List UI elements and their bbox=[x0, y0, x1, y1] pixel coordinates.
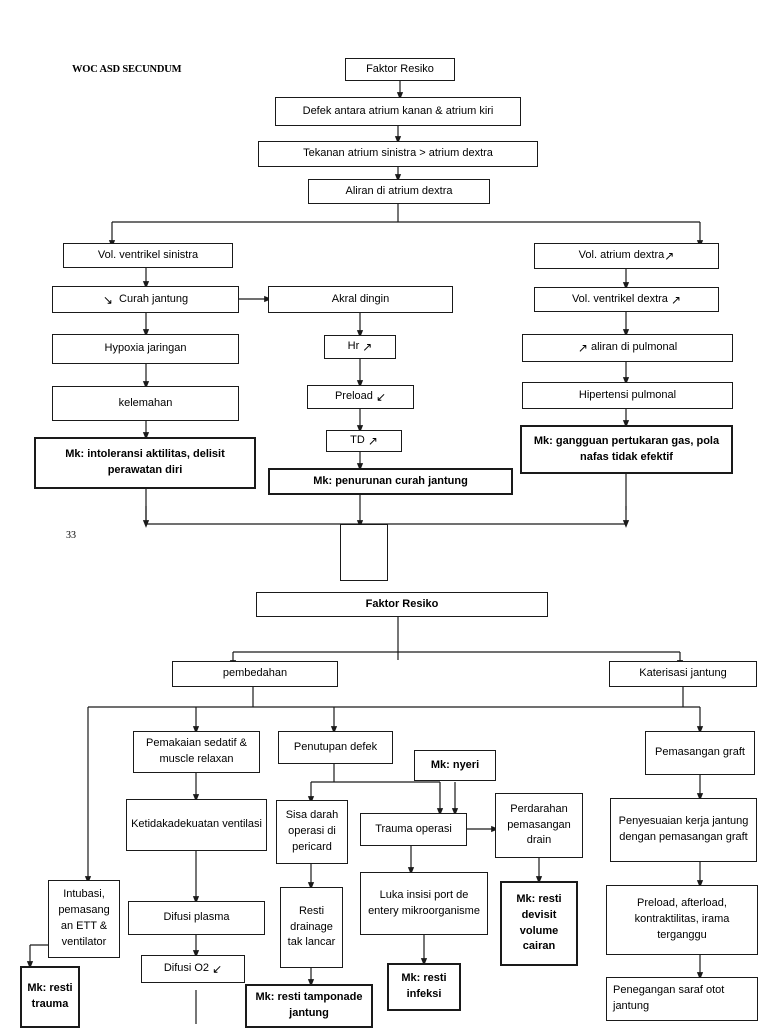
node-faktor-resiko-top[interactable]: Faktor Resiko bbox=[345, 58, 455, 81]
node-tekanan-atrium[interactable]: Tekanan atrium sinistra > atrium dextra bbox=[258, 141, 538, 167]
node-mk-resti-devisit-volume-cairan[interactable]: Mk: resti devisit volume cairan bbox=[500, 881, 578, 966]
node-intubasi-pemasangan-ett[interactable]: Intubasi, pemasang an ETT & ventilator bbox=[48, 880, 120, 958]
page-title: WOC ASD SECUNDUM bbox=[72, 64, 182, 75]
arrow-down-left-icon: ↙ bbox=[212, 962, 223, 976]
node-difusi-plasma[interactable]: Difusi plasma bbox=[128, 901, 265, 935]
node-sisa-darah-operasi[interactable]: Sisa darah operasi di pericard bbox=[276, 800, 348, 864]
node-difusi-o2[interactable]: Difusi O2 ↙ bbox=[141, 955, 245, 983]
node-penutupan-defek[interactable]: Penutupan defek bbox=[278, 731, 393, 764]
node-vol-ventrikel-sinistra[interactable]: Vol. ventrikel sinistra bbox=[63, 243, 233, 268]
node-akral-dingin[interactable]: Akral dingin bbox=[268, 286, 453, 313]
node-preload[interactable]: Preload ↙ bbox=[307, 385, 414, 409]
arrow-up-right-icon: ↗ bbox=[664, 249, 675, 263]
node-pemasangan-graft[interactable]: Pemasangan graft bbox=[645, 731, 755, 775]
node-td[interactable]: TD ↗ bbox=[326, 430, 402, 452]
node-mk-nyeri[interactable]: Mk: nyeri bbox=[414, 750, 496, 781]
arrow-up-right-icon: ↗ bbox=[671, 292, 682, 307]
node-curah-jantung[interactable]: ↘ Curah jantung bbox=[52, 286, 239, 313]
node-vol-ventrikel-dextra[interactable]: Vol. ventrikel dextra ↗ bbox=[534, 287, 719, 312]
node-faktor-resiko-bottom[interactable]: Faktor Resiko bbox=[256, 592, 548, 617]
arrow-up-right-icon: ↗ bbox=[577, 341, 588, 355]
node-mk-resti-tamponade-jantung[interactable]: Mk: resti tamponade jantung bbox=[245, 984, 373, 1028]
node-empty-placeholder[interactable] bbox=[340, 524, 388, 581]
node-katerisasi-jantung[interactable]: Katerisasi jantung bbox=[609, 661, 757, 687]
arrow-up-right-icon: ↗ bbox=[367, 434, 378, 448]
node-pembedahan[interactable]: pembedahan bbox=[172, 661, 338, 687]
node-trauma-operasi[interactable]: Trauma operasi bbox=[360, 813, 467, 846]
node-hr[interactable]: Hr ↗ bbox=[324, 335, 396, 359]
node-curah-jantung-label: Curah jantung bbox=[119, 292, 189, 305]
node-hr-label: Hr bbox=[347, 340, 360, 353]
node-hipertensi-pulmonal[interactable]: Hipertensi pulmonal bbox=[522, 382, 733, 409]
node-preload-label: Preload bbox=[334, 390, 373, 403]
node-vol-atrium-dextra[interactable]: Vol. atrium dextra↗ bbox=[534, 243, 719, 269]
node-mk-intoleransi-aktilitas[interactable]: Mk: intoleransi aktilitas, delisit peraw… bbox=[34, 437, 256, 489]
node-preload-afterload-kontraktilitas[interactable]: Preload, afterload, kontraktilitas, iram… bbox=[606, 885, 758, 955]
node-aliran-di-pulmonal[interactable]: ↗ aliran di pulmonal bbox=[522, 334, 733, 362]
arrow-up-right-icon: ↗ bbox=[362, 340, 373, 354]
node-penyesuaian-kerja-jantung[interactable]: Penyesuaian kerja jantung dengan pemasan… bbox=[610, 798, 757, 862]
node-difusi-o2-label: Difusi O2 bbox=[163, 962, 210, 975]
node-kelemahan[interactable]: kelemahan bbox=[52, 386, 239, 421]
node-mk-resti-trauma[interactable]: Mk: resti trauma bbox=[20, 966, 80, 1028]
node-hypoxia-jaringan[interactable]: Hypoxia jaringan bbox=[52, 334, 239, 364]
node-penegangan-saraf-otot-jantung[interactable]: Penegangan saraf otot jantung bbox=[606, 977, 758, 1021]
page-number: 33 bbox=[66, 530, 76, 541]
node-mk-resti-infeksi[interactable]: Mk: resti infeksi bbox=[387, 963, 461, 1011]
node-defek-antara-atrium[interactable]: Defek antara atrium kanan & atrium kiri bbox=[275, 97, 521, 126]
node-mk-penurunan-curah-jantung[interactable]: Mk: penurunan curah jantung bbox=[268, 468, 513, 495]
node-vol-atrium-dextra-label: Vol. atrium dextra bbox=[578, 249, 665, 262]
node-luka-insisi-port-de-entery[interactable]: Luka insisi port de entery mikroorganism… bbox=[360, 872, 488, 935]
node-perdarahan-pemasangan-drain[interactable]: Perdarahan pemasangan drain bbox=[495, 793, 583, 858]
node-aliran-di-atrium-dextra[interactable]: Aliran di atrium dextra bbox=[308, 179, 490, 204]
node-vol-ventrikel-dextra-label: Vol. ventrikel dextra bbox=[571, 292, 668, 305]
node-td-label: TD bbox=[350, 434, 365, 447]
node-ketidakadekuatan-ventilasi[interactable]: Ketidakadekuatan ventilasi bbox=[126, 799, 267, 851]
node-aliran-di-pulmonal-label: aliran di pulmonal bbox=[590, 341, 678, 354]
arrow-down-left-icon: ↙ bbox=[375, 390, 387, 404]
node-pemakaian-sedatif[interactable]: Pemakaian sedatif & muscle relaxan bbox=[133, 731, 260, 773]
node-resti-drainage-tak-lancar[interactable]: Resti drainage tak lancar bbox=[280, 887, 343, 968]
arrow-down-small-icon: ↘ bbox=[102, 292, 113, 307]
node-mk-gangguan-pertukaran-gas[interactable]: Mk: gangguan pertukaran gas, pola nafas … bbox=[520, 425, 733, 474]
